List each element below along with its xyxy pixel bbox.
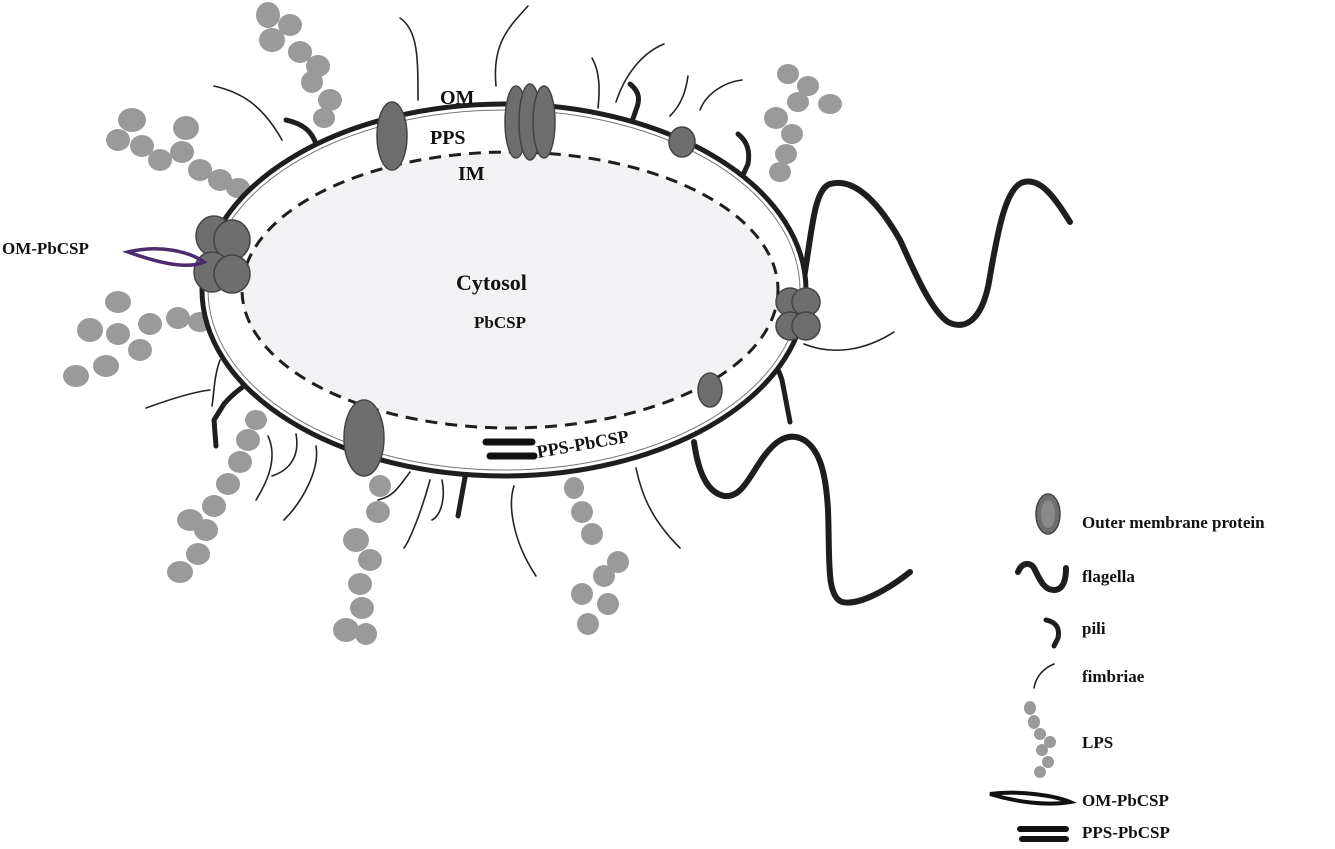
- lps-cluster-top-right: [764, 64, 842, 182]
- legend-item-pps-pbcsp: PPS-PbCSP: [1017, 823, 1170, 842]
- legend-label: fimbriae: [1082, 667, 1145, 686]
- legend-item-pili: pili: [1043, 617, 1106, 649]
- legend-label: flagella: [1082, 567, 1135, 586]
- label-im: IM: [458, 163, 485, 185]
- outer-membrane-protein-left: [193, 215, 251, 294]
- legend-label: LPS: [1082, 733, 1113, 752]
- label-cytosol: Cytosol: [456, 270, 527, 295]
- lps-cluster-left: [106, 108, 250, 198]
- legend-label: pili: [1082, 619, 1106, 638]
- lps-cluster-bottom-right: [564, 477, 629, 635]
- lps-cluster-bottom-left: [167, 410, 267, 583]
- lps-cluster-left-lower: [63, 291, 212, 387]
- legend-label: Outer membrane protein: [1082, 513, 1265, 532]
- legend: Outer membrane protein flagella pili fim…: [989, 493, 1265, 842]
- legend-label: OM-PbCSP: [1082, 791, 1169, 810]
- lps-icon: [1024, 701, 1056, 778]
- legend-item-om-pbcsp: OM-PbCSP: [989, 790, 1169, 810]
- outer-membrane-protein-top-left: [376, 101, 408, 171]
- outer-membrane-protein-top-center: [504, 83, 556, 161]
- label-om: OM: [440, 87, 475, 109]
- label-pbcsp: PbCSP: [474, 313, 526, 332]
- label-om-pbcsp: OM-PbCSP: [2, 239, 89, 258]
- lps-cluster-bottom-center: [333, 475, 391, 645]
- outer-membrane-protein-bottom-right: [697, 372, 723, 408]
- outer-membrane-protein-bottom-left: [343, 399, 385, 477]
- fimbriae-icon: [1033, 663, 1055, 689]
- outer-membrane-protein-right: [775, 287, 821, 341]
- outer-membrane-protein-top-right: [668, 126, 696, 158]
- legend-label: PPS-PbCSP: [1082, 823, 1170, 842]
- om-pbcsp-icon: [989, 790, 1078, 806]
- pps-pbcsp-shape: [482, 438, 538, 460]
- pps-pbcsp-icon: [1017, 826, 1069, 842]
- outer-membrane-protein-icon: [1035, 493, 1061, 535]
- pili-icon: [1043, 617, 1061, 649]
- lps-cluster-top-left: [256, 2, 342, 128]
- legend-item-fimbriae: fimbriae: [1033, 663, 1145, 689]
- legend-item-flagella: flagella: [1015, 560, 1135, 594]
- legend-item-lps: LPS: [1024, 701, 1113, 778]
- flagella-icon: [1015, 560, 1069, 594]
- label-pps: PPS: [430, 127, 466, 149]
- flagella: [691, 178, 1073, 606]
- legend-item-outer-membrane-protein: Outer membrane protein: [1035, 493, 1265, 535]
- fimbriae: [145, 5, 895, 577]
- om-pbcsp-shape: [121, 246, 208, 267]
